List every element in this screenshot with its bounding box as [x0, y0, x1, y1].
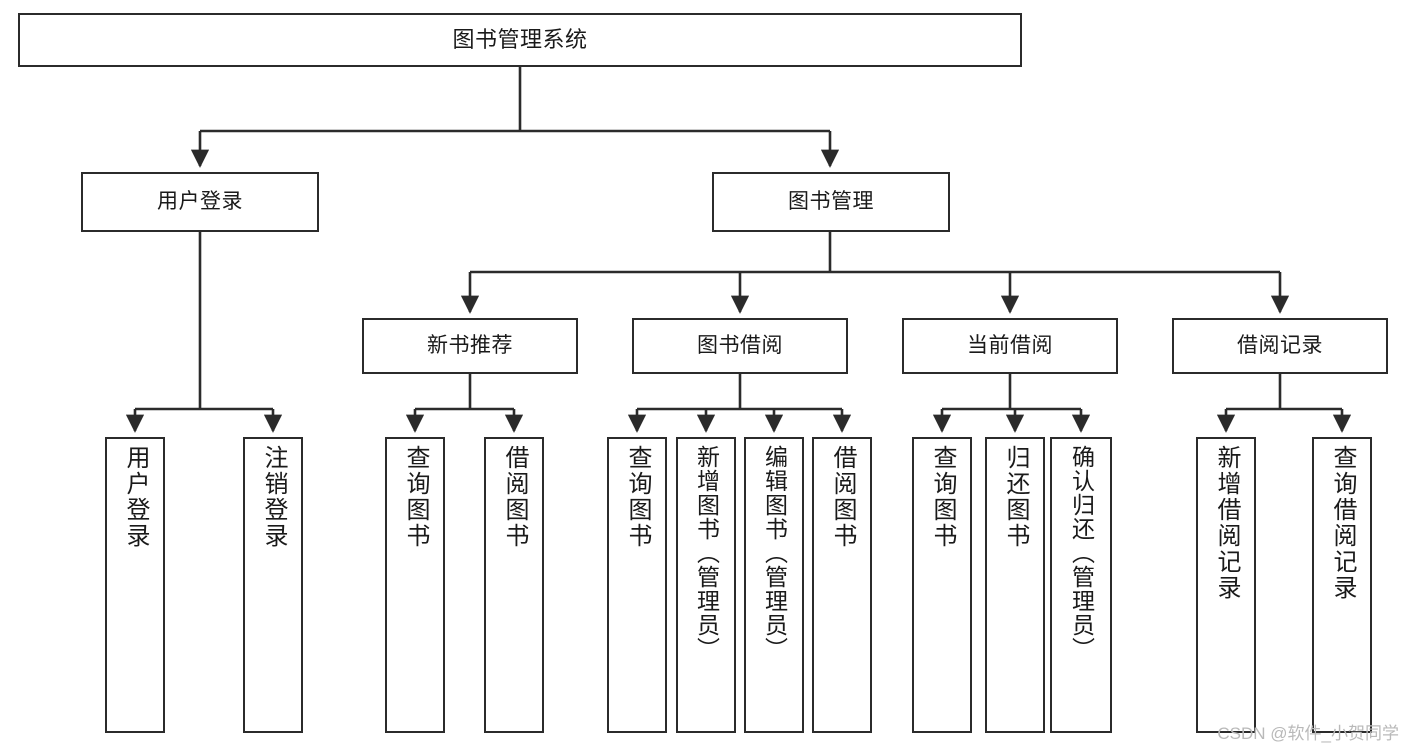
- node-user-login[interactable]: 用户登录: [81, 172, 319, 232]
- node-leaf-add-book-admin[interactable]: 新增图书（管理员）: [676, 437, 736, 733]
- node-leaf-query-book-rec-label: 查询图书: [402, 445, 429, 549]
- node-leaf-add-borrow-record[interactable]: 新增借阅记录: [1196, 437, 1256, 733]
- node-leaf-confirm-return-admin[interactable]: 确认归还（管理员）: [1050, 437, 1112, 733]
- csdn-watermark: CSDN @软件_小贺同学: [1217, 724, 1399, 743]
- node-current-borrow[interactable]: 当前借阅: [902, 318, 1118, 374]
- node-leaf-confirm-return-admin-label: 确认归还（管理员）: [1068, 445, 1095, 661]
- node-leaf-user-login[interactable]: 用户登录: [105, 437, 165, 733]
- node-leaf-edit-book-admin-label: 编辑图书（管理员）: [761, 445, 788, 661]
- node-leaf-borrow-book-label: 借阅图书: [829, 445, 856, 549]
- node-leaf-query-borrow-record-label: 查询借阅记录: [1329, 445, 1356, 601]
- node-book-borrow[interactable]: 图书借阅: [632, 318, 848, 374]
- node-new-book-rec-label: 新书推荐: [427, 334, 513, 358]
- node-leaf-user-logout[interactable]: 注销登录: [243, 437, 303, 733]
- node-leaf-edit-book-admin[interactable]: 编辑图书（管理员）: [744, 437, 804, 733]
- node-leaf-return-book-label: 归还图书: [1002, 445, 1029, 549]
- node-leaf-query-book-borrow[interactable]: 查询图书: [607, 437, 667, 733]
- node-leaf-borrow-book-rec[interactable]: 借阅图书: [484, 437, 544, 733]
- node-book-borrow-label: 图书借阅: [697, 334, 783, 358]
- node-root[interactable]: 图书管理系统: [18, 13, 1022, 67]
- node-leaf-add-borrow-record-label: 新增借阅记录: [1213, 445, 1240, 601]
- node-borrow-record[interactable]: 借阅记录: [1172, 318, 1388, 374]
- node-leaf-query-book-borrow-label: 查询图书: [624, 445, 651, 549]
- node-book-manage-label: 图书管理: [788, 190, 874, 214]
- node-borrow-record-label: 借阅记录: [1237, 334, 1323, 358]
- node-root-label: 图书管理系统: [452, 26, 588, 52]
- node-leaf-query-book-current-label: 查询图书: [929, 445, 956, 549]
- node-leaf-query-borrow-record[interactable]: 查询借阅记录: [1312, 437, 1372, 733]
- node-leaf-add-book-admin-label: 新增图书（管理员）: [693, 445, 720, 661]
- node-leaf-user-logout-label: 注销登录: [260, 445, 287, 549]
- node-leaf-query-book-current[interactable]: 查询图书: [912, 437, 972, 733]
- node-leaf-borrow-book[interactable]: 借阅图书: [812, 437, 872, 733]
- node-new-book-rec[interactable]: 新书推荐: [362, 318, 578, 374]
- node-book-manage[interactable]: 图书管理: [712, 172, 950, 232]
- node-leaf-query-book-rec[interactable]: 查询图书: [385, 437, 445, 733]
- node-user-login-label: 用户登录: [157, 190, 243, 214]
- node-leaf-return-book[interactable]: 归还图书: [985, 437, 1045, 733]
- node-current-borrow-label: 当前借阅: [967, 334, 1053, 358]
- node-leaf-user-login-label: 用户登录: [122, 445, 149, 549]
- node-leaf-borrow-book-rec-label: 借阅图书: [501, 445, 528, 549]
